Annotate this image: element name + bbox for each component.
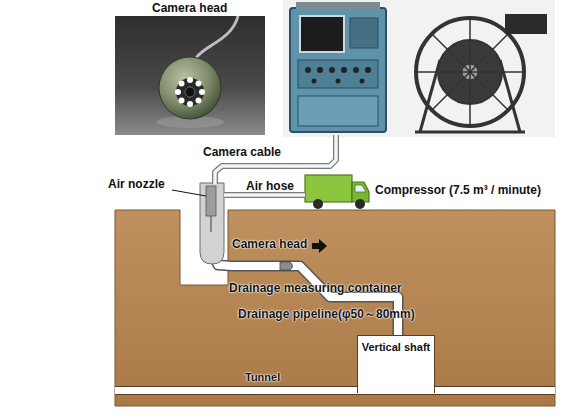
led bbox=[187, 101, 193, 107]
unit-handle bbox=[296, 2, 380, 9]
side-panel bbox=[350, 18, 378, 48]
camera-cable-outline bbox=[215, 135, 336, 184]
led bbox=[196, 81, 202, 87]
lens-ring bbox=[176, 78, 204, 106]
knob bbox=[329, 67, 335, 73]
vertical-shaft: Vertical shaft bbox=[357, 335, 435, 393]
camera-sphere bbox=[159, 57, 221, 119]
truck-body bbox=[305, 175, 352, 202]
camera-head-in-pipe bbox=[280, 262, 293, 270]
equipment-photo bbox=[283, 0, 555, 137]
camera-cable bbox=[215, 135, 336, 184]
knob bbox=[336, 79, 341, 84]
pipes bbox=[212, 252, 398, 340]
led bbox=[175, 89, 181, 95]
part-label: Drainage measuring container bbox=[229, 281, 402, 295]
ground bbox=[115, 210, 555, 406]
truck-wheel bbox=[313, 199, 323, 209]
led bbox=[179, 81, 185, 87]
box-label: Vertical shaft bbox=[362, 341, 430, 354]
soil bbox=[115, 210, 555, 406]
part-label: Camera head bbox=[232, 237, 307, 251]
part-label: Camera head bbox=[152, 1, 227, 15]
drainage-pipeline bbox=[212, 252, 398, 340]
led bbox=[179, 98, 185, 104]
band-heading: Tunnel bbox=[245, 371, 280, 384]
truck-cab bbox=[352, 182, 369, 202]
photo-background bbox=[115, 16, 265, 135]
truck-window bbox=[355, 185, 366, 192]
led-ring bbox=[175, 77, 205, 107]
tunnel-opening bbox=[115, 386, 555, 395]
monitor-screen bbox=[300, 16, 344, 52]
air-hose bbox=[224, 193, 305, 197]
knob bbox=[360, 79, 365, 84]
led bbox=[187, 77, 193, 83]
knob bbox=[353, 67, 359, 73]
lower-panel bbox=[298, 96, 378, 126]
control-unit bbox=[290, 8, 386, 132]
knob bbox=[365, 67, 371, 73]
part-label: Air nozzle bbox=[108, 177, 165, 191]
reel-counter bbox=[505, 14, 547, 34]
knob bbox=[305, 67, 311, 73]
part-label: Compressor (7.5 m³ / minute) bbox=[375, 183, 541, 197]
photo-cable bbox=[196, 16, 238, 58]
led bbox=[199, 89, 205, 95]
truck-wheel bbox=[355, 199, 365, 209]
leader-line bbox=[172, 190, 206, 196]
camera-head-photo bbox=[115, 16, 265, 135]
air-nozzle bbox=[206, 186, 216, 216]
knob bbox=[312, 79, 317, 84]
reel-rim bbox=[416, 18, 524, 126]
drainage-pipeline-outline bbox=[212, 252, 398, 340]
nozzle-tip bbox=[210, 216, 211, 232]
control-panel bbox=[298, 60, 378, 88]
tunnel-band: Tunnel bbox=[115, 371, 555, 397]
knob bbox=[341, 67, 347, 73]
lens bbox=[185, 87, 195, 97]
part-label: Camera cable bbox=[203, 145, 281, 159]
knobs bbox=[305, 67, 371, 84]
direction-arrow bbox=[312, 239, 327, 253]
compressor-truck bbox=[305, 175, 369, 209]
part-label: Air hose bbox=[246, 179, 294, 193]
cable-reel bbox=[415, 18, 525, 132]
knob bbox=[317, 67, 323, 73]
reel-spokes bbox=[416, 18, 524, 126]
led bbox=[196, 98, 202, 104]
photo-background bbox=[283, 0, 555, 137]
part-label: Drainage pipeline(φ50～80mm) bbox=[238, 307, 415, 321]
